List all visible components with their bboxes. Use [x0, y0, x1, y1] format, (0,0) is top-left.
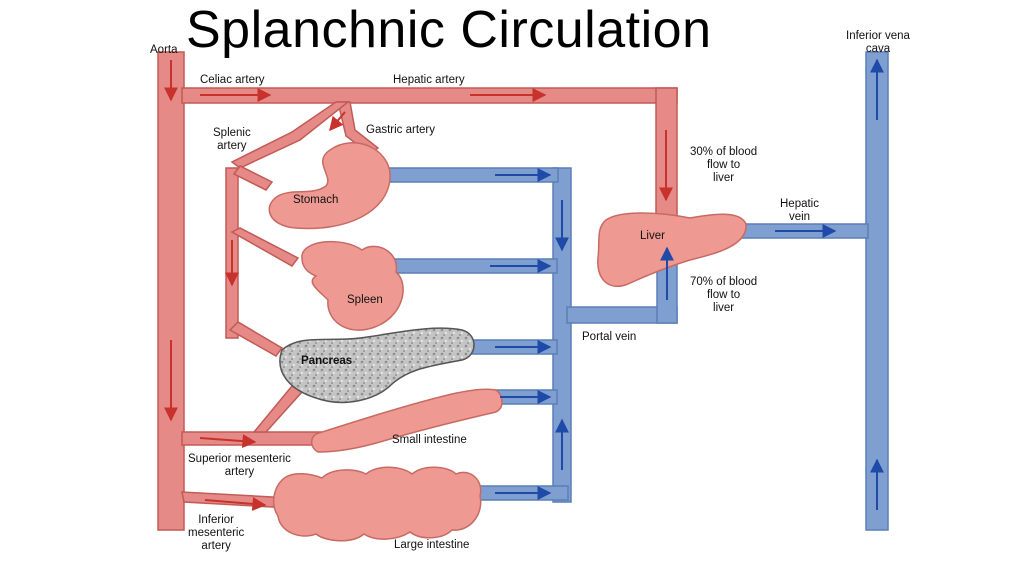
spleen [302, 242, 403, 331]
label-ima-line2: mesenteric [188, 527, 244, 540]
label-inferior-vena-cava: Inferior vena cava [846, 30, 910, 56]
label-sma-line1: Superior mesenteric [188, 453, 291, 466]
label-splenic-artery: Splenic artery [213, 127, 251, 153]
label-hepatic-vein-line1: Hepatic [780, 198, 819, 211]
label-flow-70-line1: 70% of blood [690, 276, 757, 289]
label-hepatic-artery: Hepatic artery [393, 74, 465, 87]
label-small-intestine: Small intestine [392, 434, 467, 447]
stomach [269, 143, 390, 229]
sma-pancreas-branch [254, 386, 302, 432]
inferior-vena-cava [866, 52, 888, 530]
label-portal-vein: Portal vein [582, 331, 636, 344]
label-pancreas: Pancreas [301, 355, 352, 367]
page-title: Splanchnic Circulation [186, 0, 712, 60]
label-liver: Liver [640, 230, 665, 242]
label-stomach: Stomach [293, 194, 338, 206]
label-flow-70: 70% of blood flow to liver [690, 276, 757, 315]
large-intestine [274, 467, 481, 541]
gastric-branch [234, 166, 272, 190]
aorta [158, 52, 184, 530]
label-flow-30-line2: flow to [690, 159, 757, 172]
label-splenic-artery-line1: Splenic [213, 127, 251, 140]
label-flow-30: 30% of blood flow to liver [690, 146, 757, 185]
pancreatic-branch [230, 322, 282, 356]
label-gastric-artery: Gastric artery [366, 124, 435, 137]
label-hepatic-vein: Hepatic vein [780, 198, 819, 224]
splenic-branch [232, 228, 298, 266]
venous-arrows [490, 60, 877, 510]
label-splenic-artery-line2: artery [213, 140, 251, 153]
venous-system [378, 52, 888, 530]
label-flow-70-line3: liver [690, 302, 757, 315]
label-ima-line3: artery [188, 540, 244, 553]
label-sma-line2: artery [188, 466, 291, 479]
label-flow-70-line2: flow to [690, 289, 757, 302]
label-celiac-artery: Celiac artery [200, 74, 265, 87]
label-flow-30-line3: liver [690, 172, 757, 185]
label-inferior-mesenteric-artery: Inferior mesenteric artery [188, 514, 244, 553]
label-hepatic-vein-line2: vein [780, 211, 819, 224]
label-ivc-line1: Inferior vena [846, 30, 910, 43]
label-large-intestine: Large intestine [394, 539, 469, 552]
label-aorta: Aorta [150, 44, 178, 57]
label-ivc-line2: cava [846, 43, 910, 56]
label-ima-line1: Inferior [188, 514, 244, 527]
label-superior-mesenteric-artery: Superior mesenteric artery [188, 453, 291, 479]
label-spleen: Spleen [347, 294, 383, 306]
label-flow-30-line1: 30% of blood [690, 146, 757, 159]
